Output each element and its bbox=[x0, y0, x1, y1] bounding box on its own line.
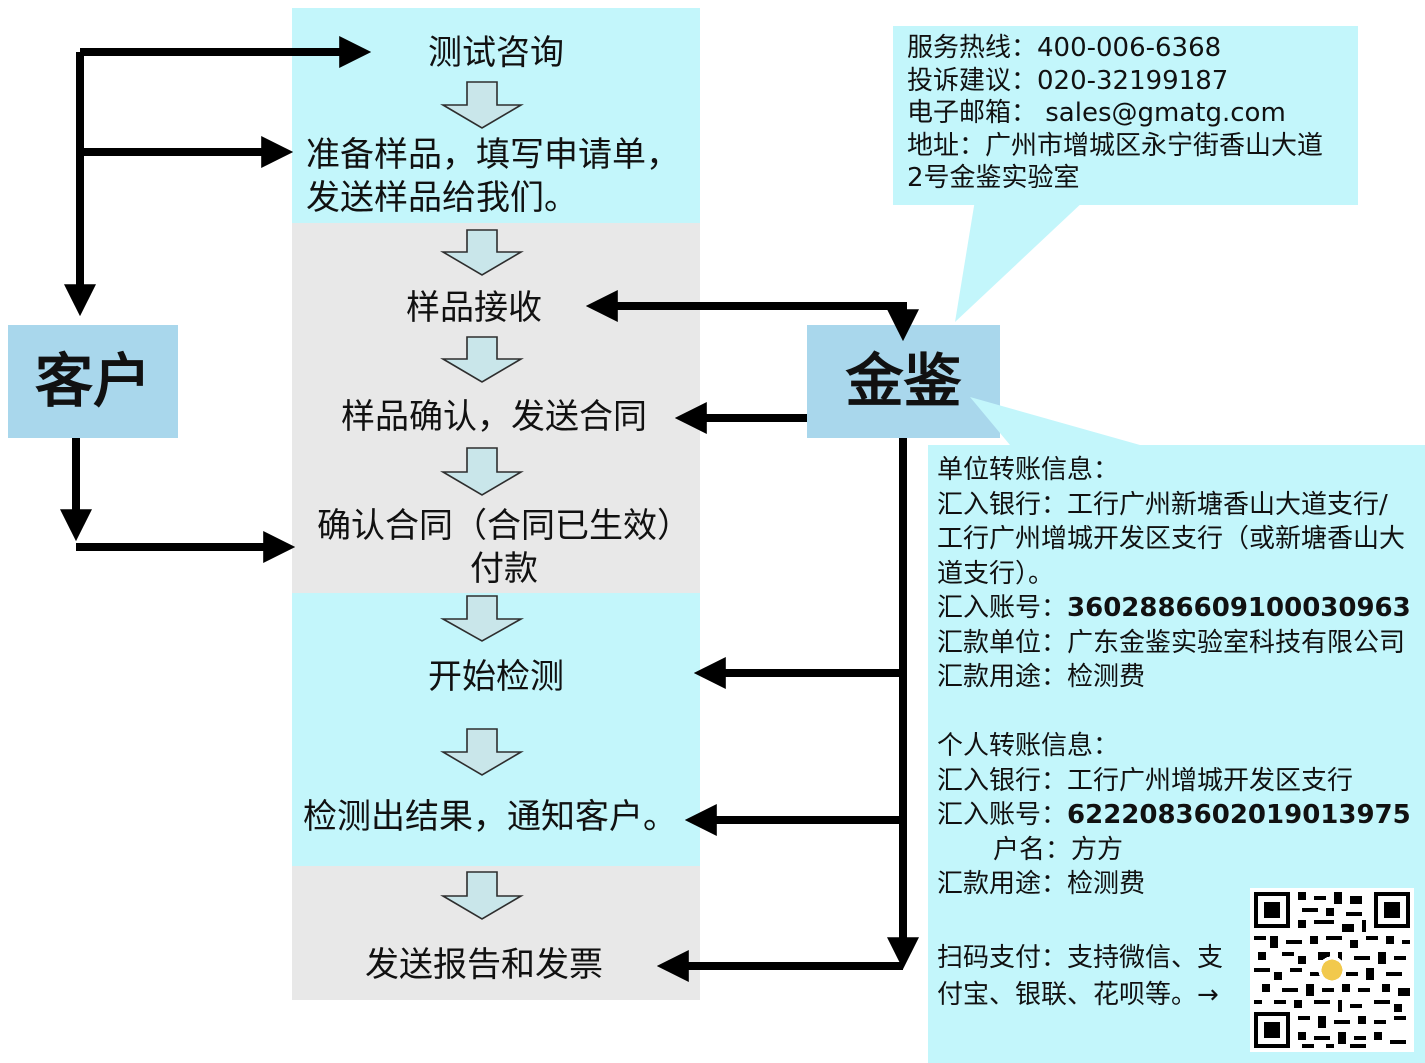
contact-callout-pointer bbox=[955, 200, 1085, 322]
qr-code-icon bbox=[1250, 888, 1414, 1052]
step-prepare: 准备样品，填写申请单， 发送样品给我们。 bbox=[292, 134, 700, 220]
bank-company-purpose: 汇款用途：检测费 bbox=[937, 662, 1146, 692]
bank-personal-purpose: 汇款用途：检测费 bbox=[937, 869, 1146, 899]
step-start-test: 开始检测 bbox=[428, 657, 564, 697]
step-confirm-contract-line2: 付款 bbox=[470, 549, 538, 589]
bank-company-bank-line3: 道支行）。 bbox=[937, 558, 1055, 589]
down-block-arrow-icon bbox=[440, 871, 524, 920]
step-report: 发送报告和发票 bbox=[365, 945, 603, 985]
contact-address-line1: 地址：广州市增城区永宁街香山大道 bbox=[907, 130, 1324, 161]
bank-company-account-number: 3602886609100030963 bbox=[1067, 593, 1411, 623]
actor-customer: 客户 bbox=[8, 325, 178, 438]
contact-email: 电子邮箱： sales@gmatg.com bbox=[907, 98, 1286, 128]
contact-address-line2: 2号金鉴实验室 bbox=[907, 163, 1080, 193]
bank-callout-pointer bbox=[970, 397, 1140, 445]
step-consult: 测试咨询 bbox=[428, 33, 564, 73]
down-block-arrow-icon bbox=[439, 595, 525, 642]
step-result: 检测出结果，通知客户。 bbox=[303, 797, 677, 837]
contact-complaint: 投诉建议：020-32199187 bbox=[907, 65, 1229, 96]
bank-personal-account-label: 汇入账号： bbox=[937, 800, 1068, 830]
bank-personal-name: 户名：方方 bbox=[993, 834, 1124, 865]
bank-company-account: 汇入账号：3602886609100030963 bbox=[937, 591, 1425, 626]
band-process bbox=[292, 223, 700, 593]
step-receive: 样品接收 bbox=[406, 288, 542, 328]
step-prepare-line1: 准备样品，填写申请单， bbox=[306, 135, 680, 175]
down-block-arrow-icon bbox=[440, 229, 524, 276]
contact-hotline: 服务热线：400-006-6368 bbox=[907, 33, 1222, 63]
arrow-receive-to-company bbox=[605, 302, 919, 342]
bank-company-title: 单位转账信息： bbox=[937, 455, 1120, 485]
bank-company-account-label: 汇入账号： bbox=[937, 593, 1068, 623]
bank-company-bank-line2: 工行广州增城开发区支行（或新塘香山大 bbox=[937, 524, 1406, 554]
bank-personal-title: 个人转账信息： bbox=[937, 731, 1120, 761]
bank-callout: 单位转账信息： 汇入银行：工行广州新塘香山大道支行/ 工行广州增城开发区支行（或… bbox=[928, 445, 1425, 1063]
down-block-arrow-icon bbox=[440, 336, 524, 383]
step-prepare-line2: 发送样品给我们。 bbox=[306, 178, 578, 218]
actor-company: 金鉴 bbox=[807, 325, 1000, 438]
down-block-arrow-icon bbox=[440, 728, 524, 776]
contact-callout: 服务热线：400-006-6368 投诉建议：020-32199187 电子邮箱… bbox=[893, 26, 1358, 205]
step-confirm-sample: 样品确认，发送合同 bbox=[341, 397, 647, 437]
step-confirm-contract: 确认合同（合同已生效） 付款 bbox=[300, 505, 708, 591]
bank-company-unit: 汇款单位：广东金鉴实验室科技有限公司 bbox=[937, 627, 1406, 658]
bank-personal-account-number: 6222083602019013975 bbox=[1067, 800, 1411, 830]
bank-personal-account: 汇入账号：6222083602019013975 bbox=[937, 798, 1425, 833]
down-block-arrow-icon bbox=[440, 447, 524, 496]
step-confirm-contract-line1: 确认合同（合同已生效） bbox=[317, 506, 691, 546]
down-block-arrow-icon bbox=[440, 81, 524, 129]
bank-personal-bank: 汇入银行：工行广州增城开发区支行 bbox=[937, 765, 1354, 796]
bank-pay-note: 扫码支付：支持微信、支付宝、银联、花呗等。→ bbox=[937, 943, 1224, 1010]
bank-company-bank-line1: 汇入银行：工行广州新塘香山大道支行/ bbox=[937, 489, 1388, 520]
